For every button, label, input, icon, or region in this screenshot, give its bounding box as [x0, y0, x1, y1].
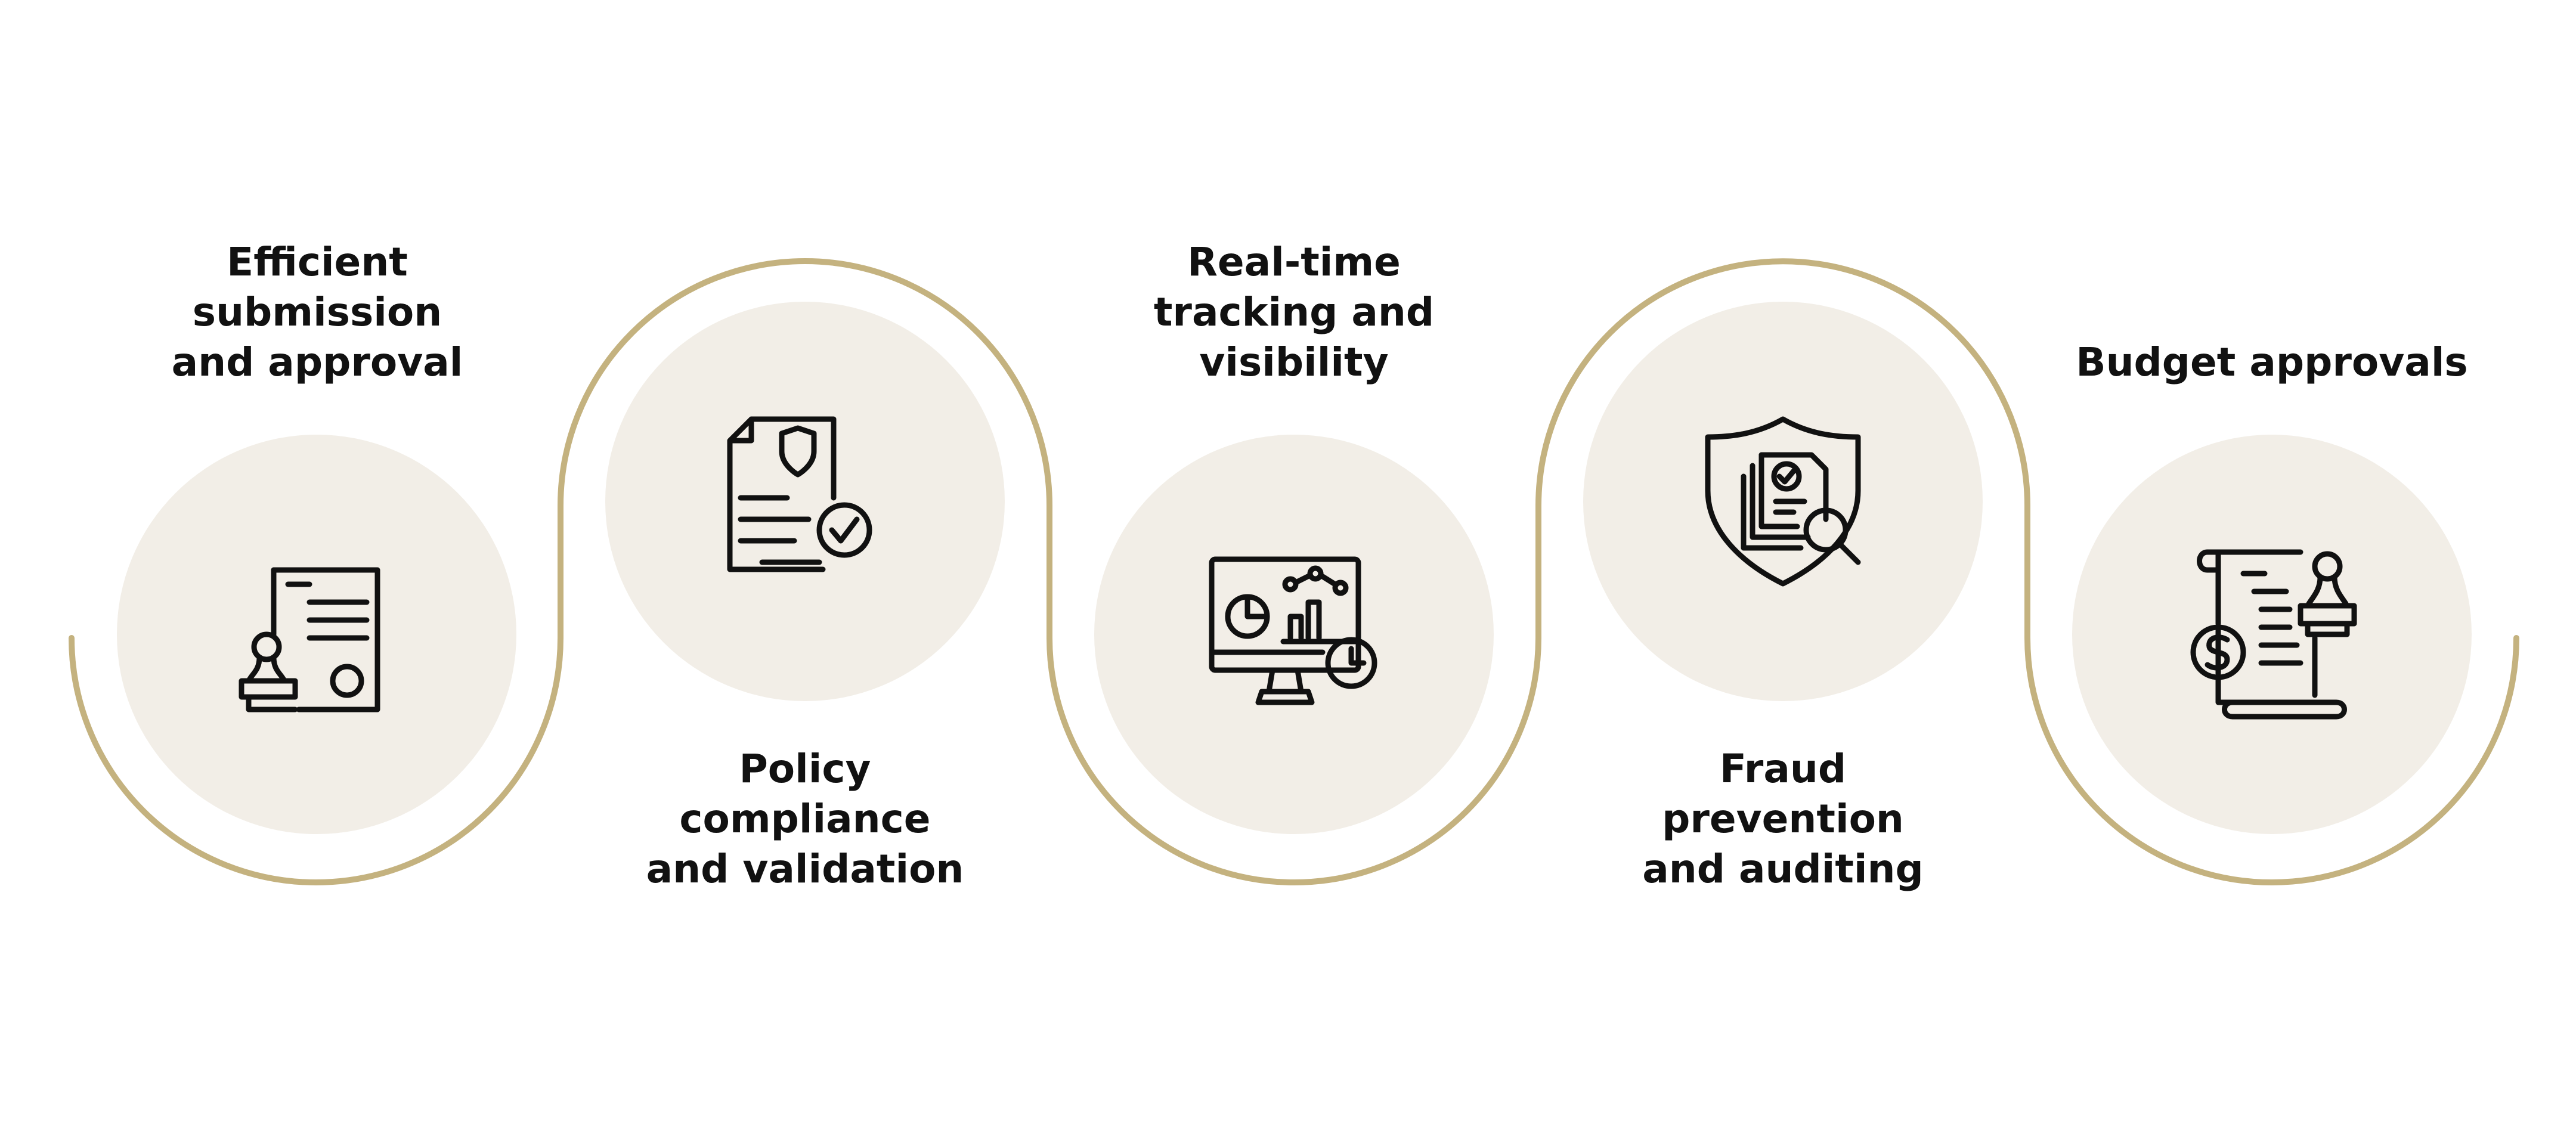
- step-5-disc: [2072, 435, 2472, 834]
- monitor-analytics-clock-icon: [1205, 545, 1383, 724]
- step-2-disc: [605, 302, 1005, 701]
- shield-audit-search-icon: [1693, 412, 1872, 591]
- step-5-label: Budget approvals: [2076, 339, 2468, 385]
- step-3-label: Real-time tracking and visibility: [1153, 239, 1435, 385]
- step-4-label: Fraud prevention and auditing: [1642, 746, 1924, 892]
- step-2-label: Policy compliance and validation: [646, 746, 964, 892]
- budget-scroll-stamp-icon: [2182, 545, 2361, 724]
- step-3-disc: [1094, 435, 1494, 834]
- step-1-label: Efficient submission and approval: [171, 239, 463, 385]
- stamp-document-icon: [227, 545, 406, 724]
- step-1-disc: [117, 435, 516, 834]
- shield-document-check-icon: [716, 412, 894, 591]
